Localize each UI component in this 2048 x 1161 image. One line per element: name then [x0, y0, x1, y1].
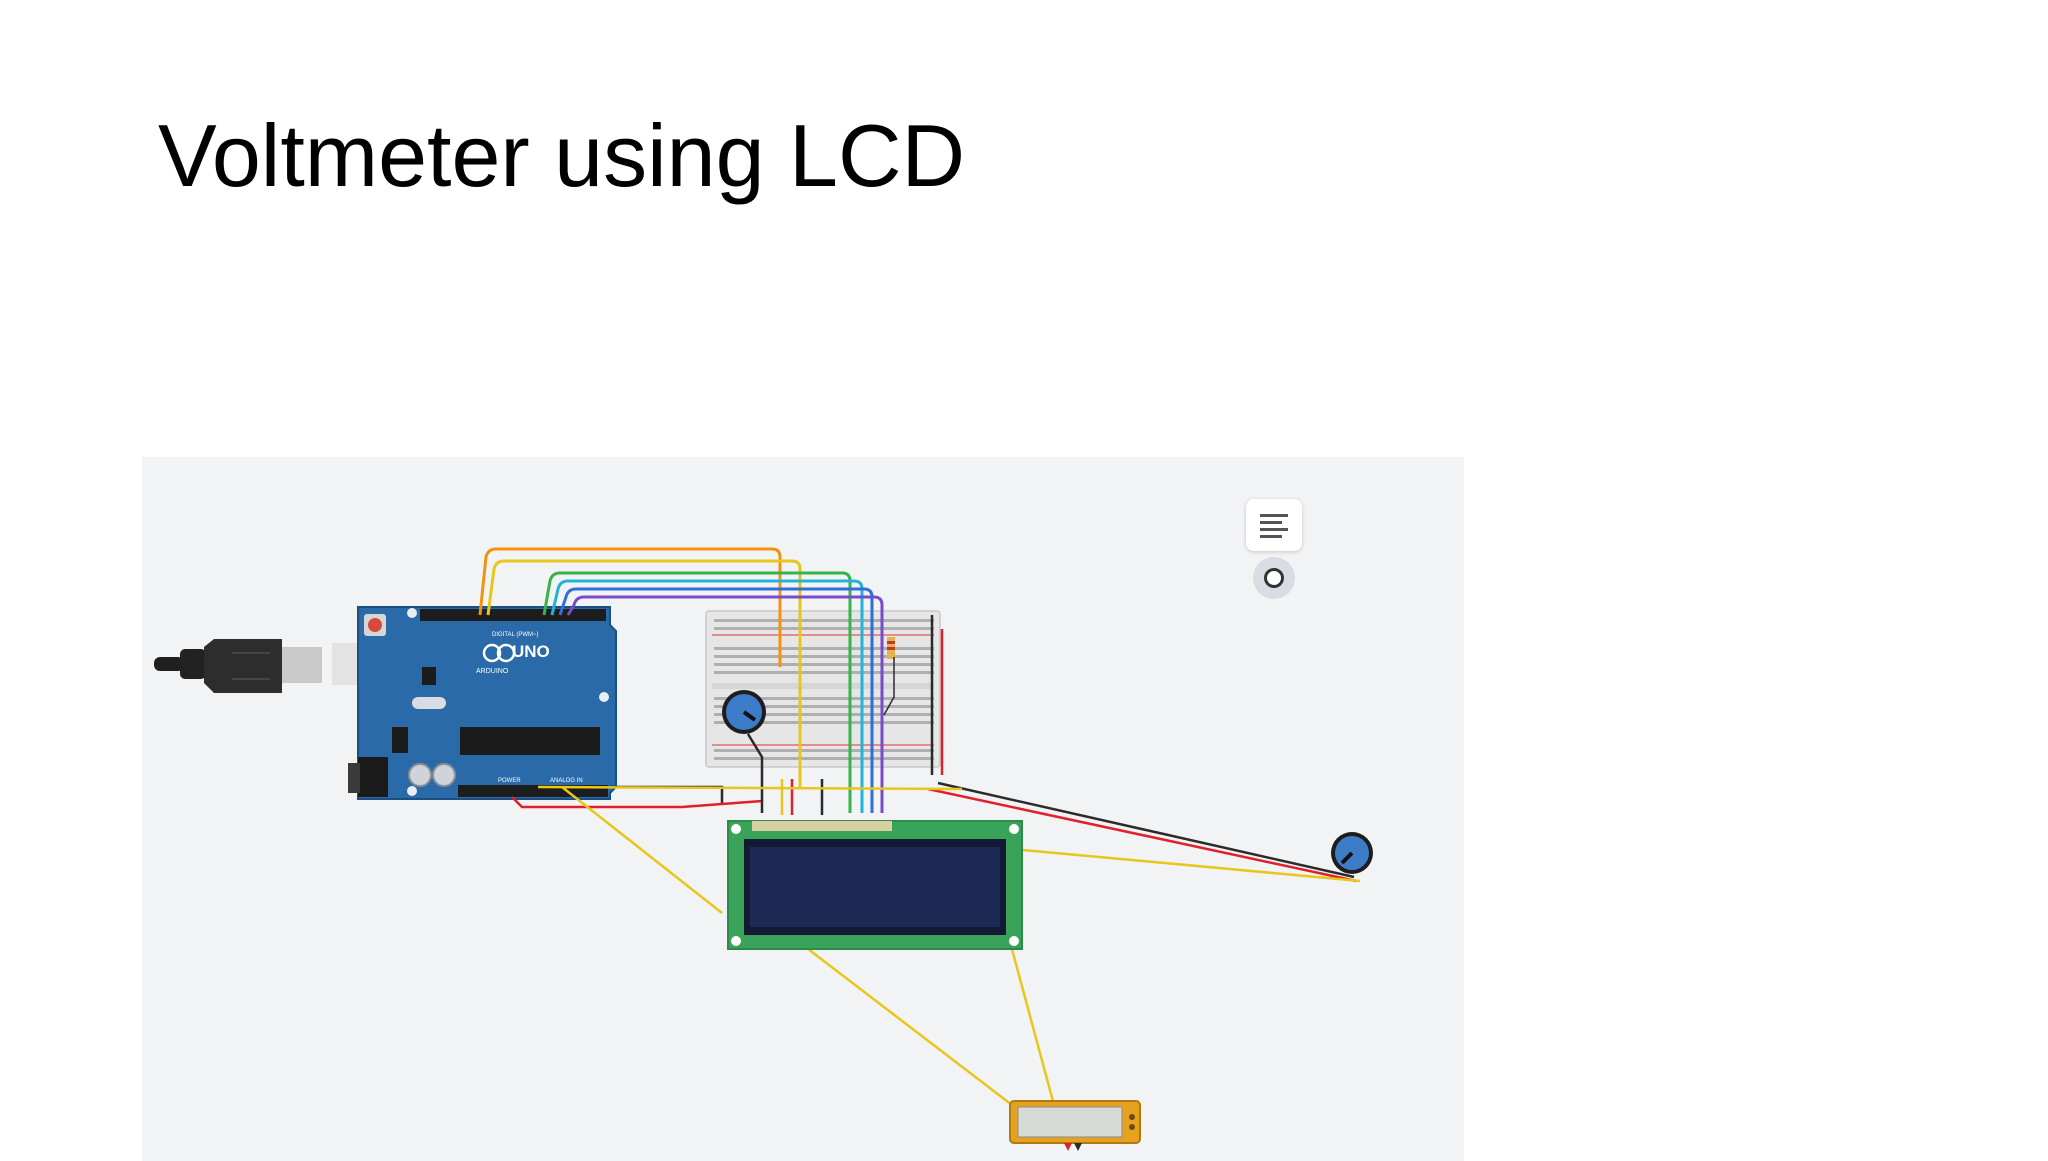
power-wires[interactable]: [511, 615, 1361, 1106]
usb-cable[interactable]: [154, 639, 377, 693]
record-icon[interactable]: [1253, 557, 1295, 599]
board-brand-label: ARDUINO: [476, 668, 509, 675]
potentiometer-right[interactable]: [1331, 832, 1373, 874]
analog-header-label: ANALOG IN: [550, 778, 583, 784]
slide-title: Voltmeter using LCD: [158, 106, 966, 205]
potentiometer-breadboard[interactable]: [722, 690, 766, 734]
digital-header-label: DIGITAL (PWM~): [492, 632, 539, 638]
resistor[interactable]: [887, 637, 895, 659]
board-model-label: UNO: [512, 642, 550, 661]
notes-icon[interactable]: [1246, 499, 1302, 551]
lcd-16x2-module[interactable]: [727, 820, 1023, 950]
arduino-uno-board[interactable]: UNO ARDUINO DIGITAL (PWM~) POWER ANALOG …: [348, 606, 617, 800]
circuit-diagram: UNO ARDUINO DIGITAL (PWM~) POWER ANALOG …: [154, 547, 1373, 1151]
breadboard[interactable]: [705, 610, 941, 768]
power-header-label: POWER: [498, 778, 521, 784]
digital-wires[interactable]: [478, 547, 884, 813]
circuit-canvas[interactable]: UNO ARDUINO DIGITAL (PWM~) POWER ANALOG …: [142, 457, 1464, 1161]
bottom-display-module[interactable]: [1009, 1100, 1141, 1151]
